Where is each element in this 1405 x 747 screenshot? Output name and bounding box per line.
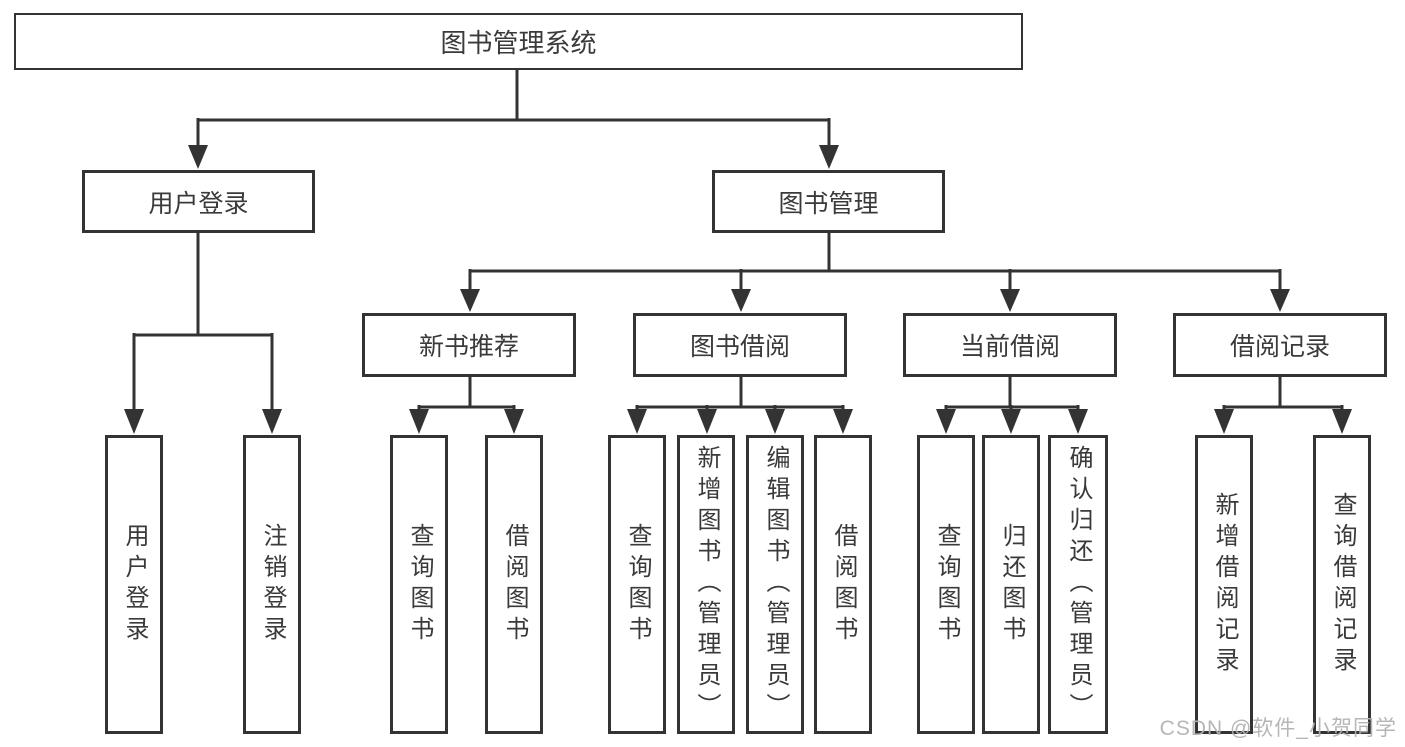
node-user-login-branch: 用户登录 [82,170,315,233]
user-login-connectors [124,233,282,434]
node-current-borrow: 当前借阅 [903,313,1117,377]
node-user-login: 用户登录 [105,435,163,734]
node-label: 新增借阅记录 [1211,491,1238,678]
node-borrow-query-books: 查询图书 [608,435,666,734]
node-label: 图书借阅 [689,333,790,361]
book-mgmt-connectors [460,233,1290,312]
new-book-recommend-connectors [409,377,524,434]
node-label: 确认归还（管理员） [1065,445,1092,724]
node-root-label: 图书管理系统 [440,28,597,58]
node-label: 借阅图书 [830,522,857,647]
node-borrow-borrow-books: 借阅图书 [814,435,872,734]
node-borrow-edit-books-admin: 编辑图书（管理员） [746,435,804,734]
node-label: 查询图书 [406,522,433,647]
node-label: 编辑图书（管理员） [762,445,789,724]
node-root-system: 图书管理系统 [14,13,1023,70]
node-label: 注销登录 [259,522,286,647]
current-borrow-connectors [936,377,1088,434]
node-book-borrow: 图书借阅 [633,313,847,377]
node-label: 新书推荐 [418,333,519,361]
node-current-confirm-return-admin: 确认归还（管理员） [1048,435,1108,734]
node-label: 查询图书 [933,522,960,647]
node-label: 查询借阅记录 [1329,491,1356,678]
borrow-records-connectors [1214,377,1352,434]
node-records-add-record: 新增借阅记录 [1195,435,1253,734]
node-label: 用户登录 [148,189,249,218]
node-recommend-query-books: 查询图书 [390,435,448,734]
node-borrow-add-books-admin: 新增图书（管理员） [677,435,735,734]
node-label: 归还图书 [998,522,1025,647]
node-label: 用户登录 [121,522,148,647]
node-book-mgmt-branch: 图书管理 [712,170,945,233]
csdn-watermark: CSDN @软件_小贺同学 [1159,717,1397,740]
node-label: 图书管理 [778,189,879,218]
node-label: 查询图书 [624,522,651,647]
node-logout: 注销登录 [243,435,301,734]
node-current-return-books: 归还图书 [982,435,1040,734]
book-borrow-connectors [627,377,853,434]
node-recommend-borrow-books: 借阅图书 [485,435,543,734]
node-label: 当前借阅 [959,333,1060,361]
node-new-book-recommend: 新书推荐 [362,313,576,377]
node-label: 借阅记录 [1229,333,1330,361]
root-connectors [188,69,839,169]
node-label: 新增图书（管理员） [693,445,720,724]
node-current-query-books: 查询图书 [917,435,975,734]
node-records-query-record: 查询借阅记录 [1313,435,1371,734]
node-borrow-records: 借阅记录 [1173,313,1387,377]
node-label: 借阅图书 [501,522,528,647]
